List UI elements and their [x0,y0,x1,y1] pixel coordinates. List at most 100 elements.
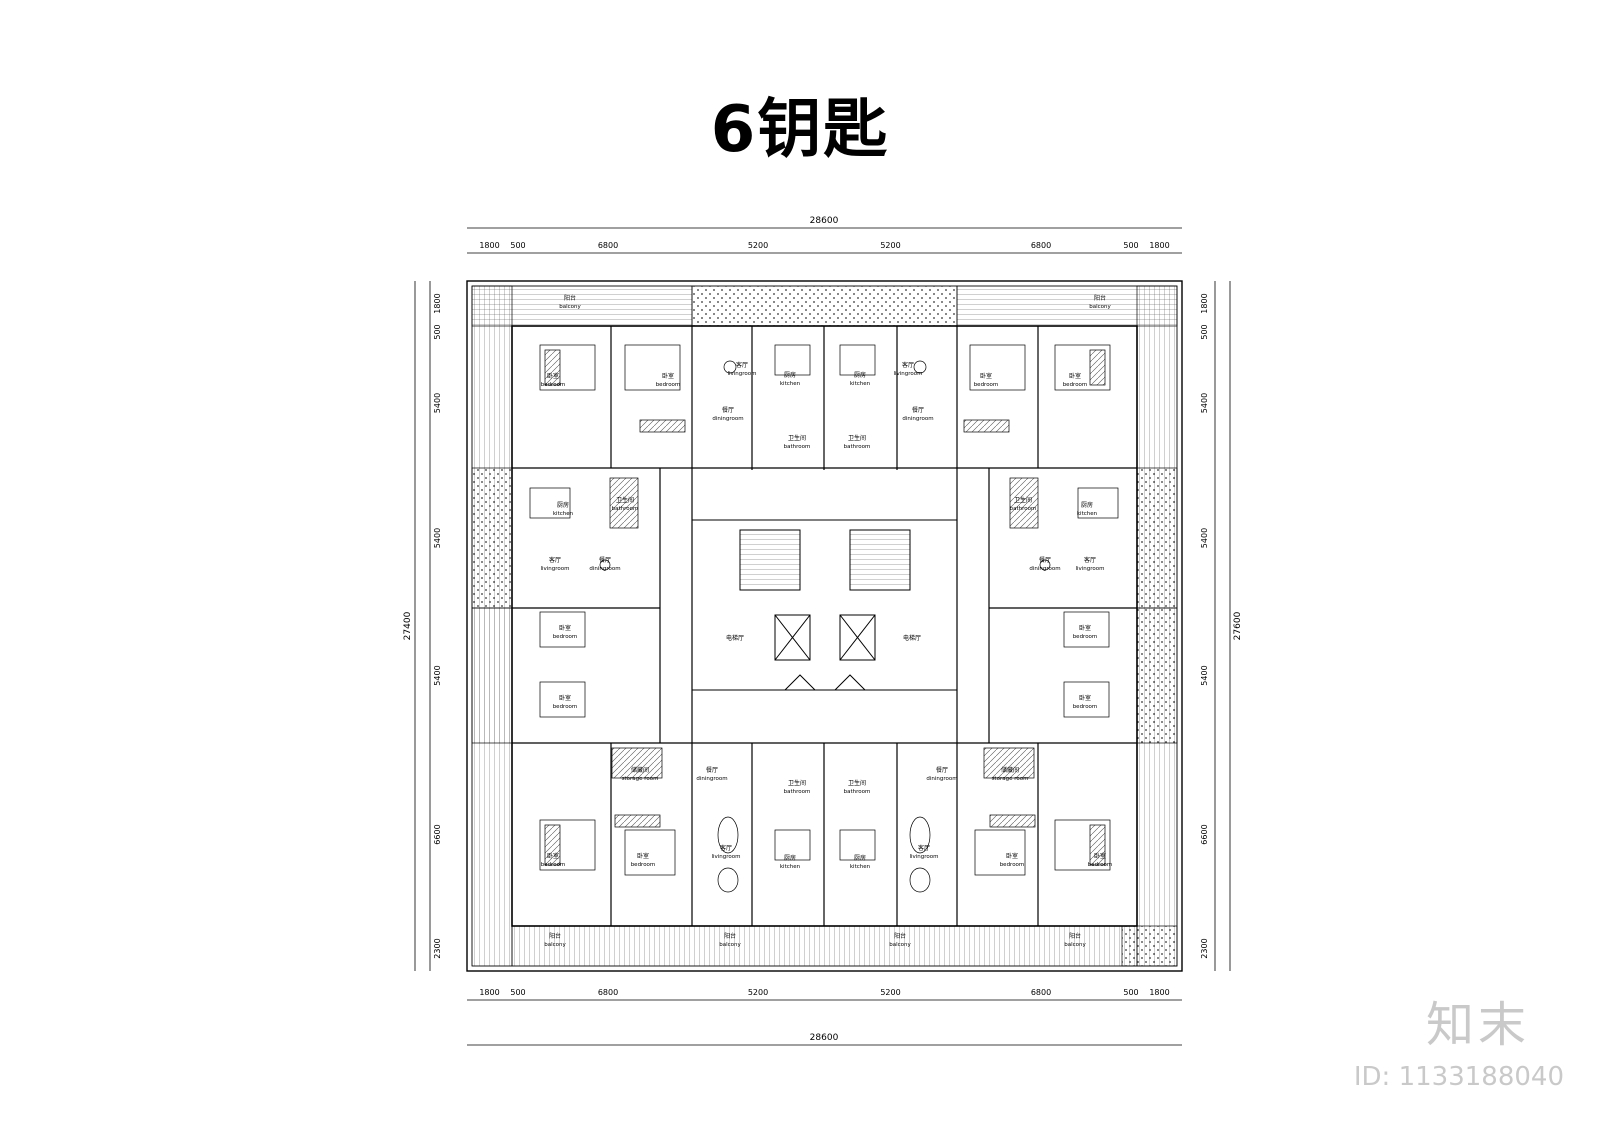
dim-bottom-segment: 5200 [880,988,900,997]
livingroom-label-cn: 客厅 [918,844,930,852]
livingroom-label-cn: 客厅 [736,361,748,369]
dim-left-total: 27400 [403,611,413,640]
bedroom-label-en: bedroom [553,704,578,710]
bedroom-label-cn: 卧室 [1006,852,1018,860]
dim-right-segment: 5400 [1200,393,1209,413]
watermark-image-id: ID: 1133188040 [1353,1062,1564,1092]
kitchen-label-en: kitchen [850,381,871,387]
diningroom-label-cn: 餐厅 [722,406,734,414]
watermark-brand: 知末 [1425,997,1530,1053]
storage-label-en: storage room [622,776,659,782]
kitchen-label-en: kitchen [1077,511,1098,517]
livingroom-label-cn: 客厅 [720,844,732,852]
dimension-text-layer: 2860028600180018005005006800680052005200… [403,216,1243,1043]
bathroom-label-en: bathroom [1010,506,1037,512]
bathroom-label-cn: 卫生间 [616,496,634,504]
bedroom-label-en: bedroom [974,382,999,388]
bedroom-label-cn: 卧室 [1069,372,1081,380]
balcony-label-cn: 阳台 [1069,932,1081,940]
diningroom-label-cn: 餐厅 [1039,556,1051,564]
balcony-label-en: balcony [544,942,566,948]
bathroom-label-cn: 卫生间 [1014,496,1032,504]
dim-bottom-segment: 5200 [748,988,768,997]
elevator-lobby-label: 电梯厅 [726,634,744,642]
livingroom-label-en: livingroom [540,566,569,572]
bedroom-label-cn: 卧室 [559,694,571,702]
diningroom-label-cn: 餐厅 [936,766,948,774]
livingroom-label-en: livingroom [727,371,756,377]
dim-top-segment: 5200 [880,241,900,250]
bedroom-label-cn: 卧室 [547,852,559,860]
core-stairs-elevators [691,519,958,691]
dim-left-segment: 5400 [433,528,442,548]
dim-bottom-segment: 6800 [598,988,618,997]
bathroom-label-en: bathroom [784,789,811,795]
bedroom-label-en: bedroom [541,862,566,868]
dim-left-segment: 5400 [433,393,442,413]
balcony-label-en: balcony [889,942,911,948]
balcony-label-en: balcony [1064,942,1086,948]
dim-left-segment: 2300 [433,938,442,958]
dim-bottom-segment: 500 [1123,988,1138,997]
kitchen-label-cn: 厨房 [784,854,796,862]
kitchen-label-cn: 厨房 [854,854,866,862]
dim-left-segment: 1800 [433,293,442,313]
bedroom-label-cn: 卧室 [1079,694,1091,702]
bedroom-label-en: bedroom [1000,862,1025,868]
storage-label-en: storage room [992,776,1029,782]
bathroom-label-cn: 卫生间 [788,434,806,442]
balcony-label-cn: 阳台 [894,932,906,940]
bathroom-label-en: bathroom [844,444,871,450]
bedroom-label-en: bedroom [1073,634,1098,640]
furniture [529,344,1119,893]
dim-right-total: 27600 [1233,611,1243,640]
kitchen-label-en: kitchen [553,511,574,517]
kitchen-label-cn: 厨房 [1081,501,1093,509]
dim-bottom-segment: 6800 [1031,988,1051,997]
dim-top-segment: 500 [1123,241,1138,250]
bedroom-label-cn: 卧室 [637,852,649,860]
livingroom-label-cn: 客厅 [1084,556,1096,564]
dim-right-segment: 500 [1200,324,1209,339]
kitchen-label-cn: 厨房 [784,371,796,379]
diningroom-label-en: diningroom [696,776,727,782]
dimension-lines [414,227,1231,1046]
bathroom-label-en: bathroom [844,789,871,795]
dim-right-segment: 5400 [1200,528,1209,548]
diningroom-label-cn: 餐厅 [599,556,611,564]
dim-total-bottom: 28600 [810,1033,839,1043]
dim-right-segment: 6600 [1200,824,1209,844]
dim-left-segment: 6600 [433,824,442,844]
bedroom-label-cn: 卧室 [1094,852,1106,860]
dim-right-segment: 5400 [1200,665,1209,685]
dim-top-segment: 5200 [748,241,768,250]
bedroom-label-cn: 卧室 [559,624,571,632]
balcony-label-cn: 阳台 [724,932,736,940]
diningroom-label-cn: 餐厅 [706,766,718,774]
diningroom-label-cn: 餐厅 [912,406,924,414]
diningroom-label-en: diningroom [589,566,620,572]
balcony-label-cn: 阳台 [564,294,576,302]
kitchen-label-cn: 厨房 [557,501,569,509]
kitchen-label-en: kitchen [850,864,871,870]
bedroom-label-en: bedroom [541,382,566,388]
balcony-decks [471,285,1178,967]
bedroom-label-en: bedroom [631,862,656,868]
balcony-label-en: balcony [719,942,741,948]
dim-bottom-segment: 500 [510,988,525,997]
kitchen-label-en: kitchen [780,864,801,870]
dim-top-segment: 6800 [598,241,618,250]
diningroom-label-en: diningroom [1029,566,1060,572]
dim-right-segment: 2300 [1200,938,1209,958]
elevator-lobby-label: 电梯厅 [903,634,921,642]
balcony-label-cn: 阳台 [549,932,561,940]
dim-left-segment: 500 [433,324,442,339]
dim-right-segment: 1800 [1200,293,1209,313]
diningroom-label-en: diningroom [902,416,933,422]
dim-top-segment: 1800 [479,241,499,250]
bedroom-label-en: bedroom [1063,382,1088,388]
bathroom-label-en: bathroom [784,444,811,450]
dim-top-segment: 6800 [1031,241,1051,250]
